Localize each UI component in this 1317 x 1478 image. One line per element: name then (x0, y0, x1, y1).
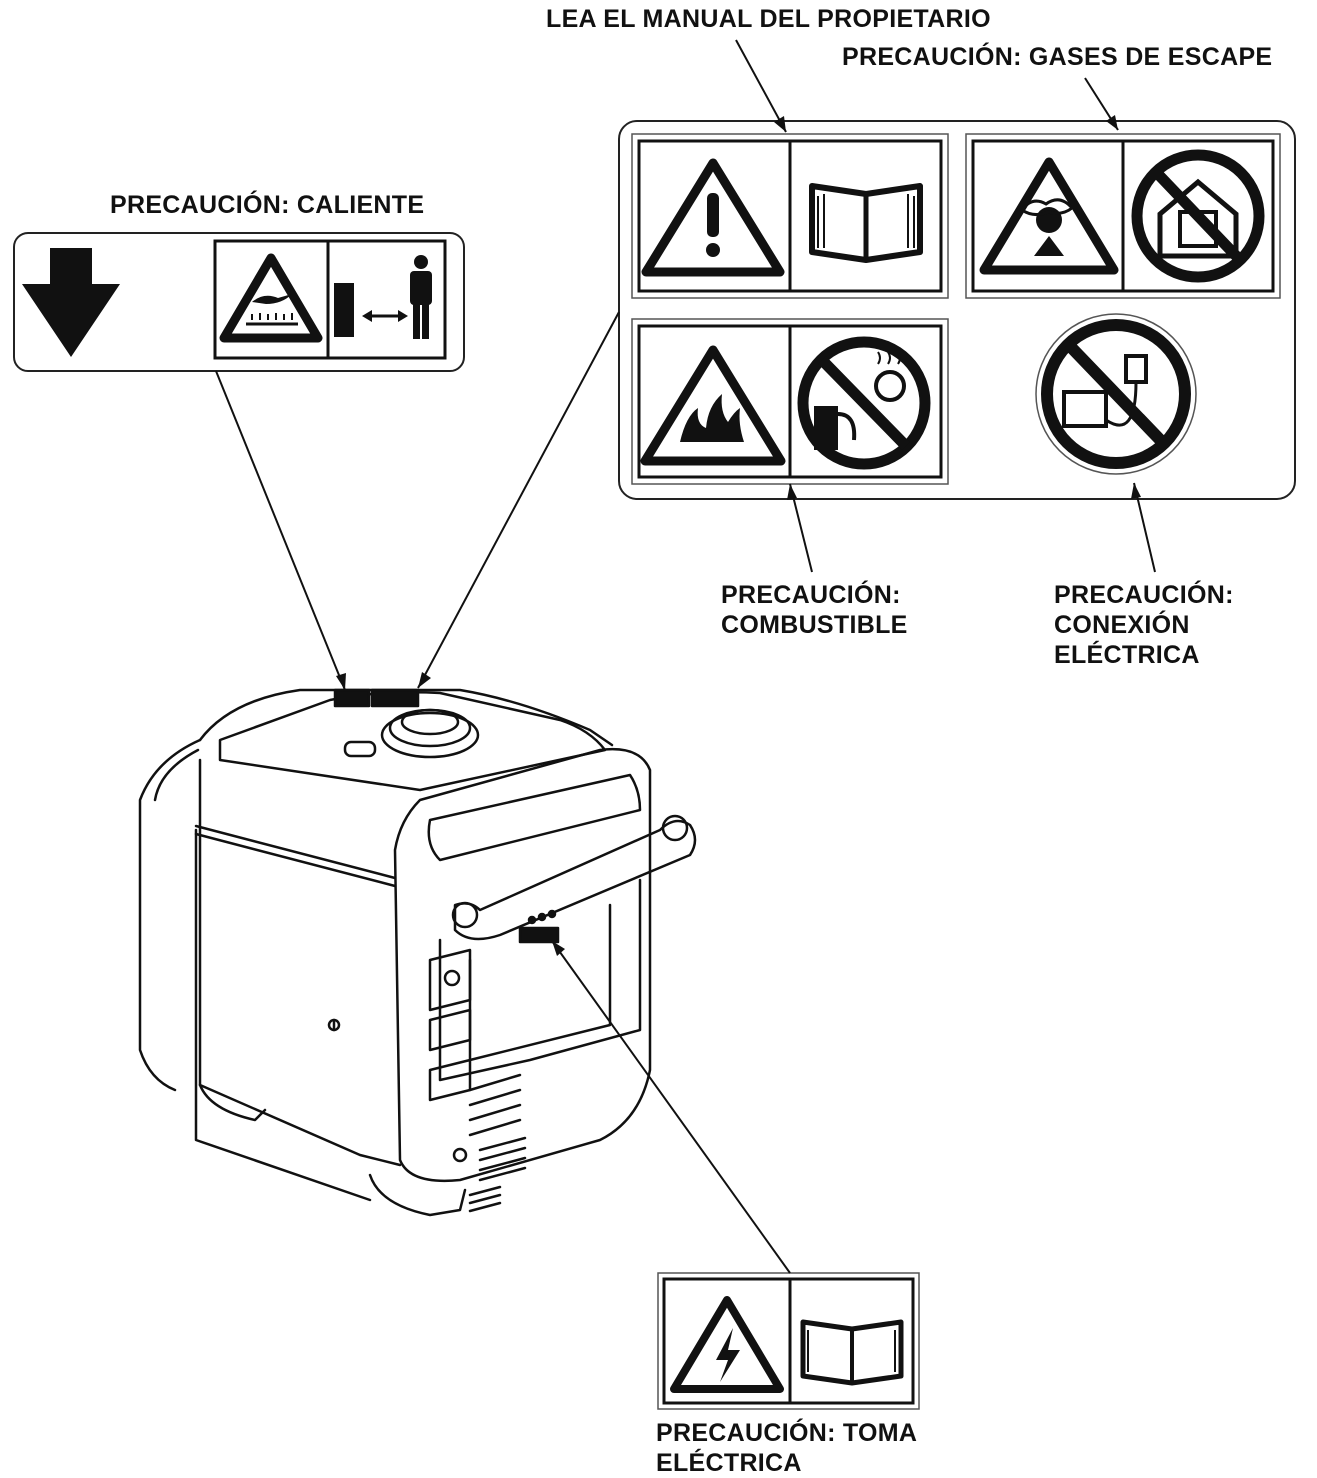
fuel-caption-line: PRECAUCIÓN: (721, 581, 901, 609)
electrical-shock-warning-icon (670, 1296, 784, 1393)
exclamation-warning-icon (641, 158, 785, 277)
no-refuel-while-running-icon (797, 336, 931, 470)
leader-lines (215, 39, 1156, 1274)
open-book-icon (809, 183, 923, 263)
exhaust-caption: PRECAUCIÓN: GASES DE ESCAPE (842, 43, 1273, 71)
hot-surface-label (13, 232, 465, 372)
outlet-caption-line: PRECAUCIÓN: TOMA (656, 1419, 918, 1447)
connection-caption-line: ELÉCTRICA (1054, 641, 1200, 669)
hot-surface-warning-icon (219, 253, 323, 343)
generator-illustration (138, 688, 697, 1217)
fire-warning-icon (640, 345, 786, 466)
outlet-caption: PRECAUCIÓN: TOMA ELÉCTRICA (656, 1418, 917, 1478)
no-grid-connection-icon (1035, 313, 1197, 475)
fuel-caption: PRECAUCIÓN: COMBUSTIBLE (721, 580, 908, 640)
open-book-icon (800, 1319, 904, 1386)
down-arrow-icon (22, 248, 120, 357)
connection-caption: PRECAUCIÓN: CONEXIÓN ELÉCTRICA (1054, 580, 1234, 670)
hot-caption: PRECAUCIÓN: CALIENTE (110, 191, 425, 219)
connection-caption-line: CONEXIÓN (1054, 611, 1190, 639)
toxic-gas-warning-icon (979, 157, 1119, 275)
main-warning-label (618, 120, 1296, 500)
read-manual-caption: LEA EL MANUAL DEL PROPIETARIO (546, 5, 991, 33)
connection-caption-line: PRECAUCIÓN: (1054, 581, 1234, 609)
fuel-caption-line: COMBUSTIBLE (721, 611, 908, 639)
electrical-outlet-label (657, 1272, 920, 1410)
outlet-caption-line: ELÉCTRICA (656, 1449, 802, 1477)
no-indoor-use-icon (1131, 149, 1265, 283)
keep-distance-person-icon (334, 255, 432, 339)
